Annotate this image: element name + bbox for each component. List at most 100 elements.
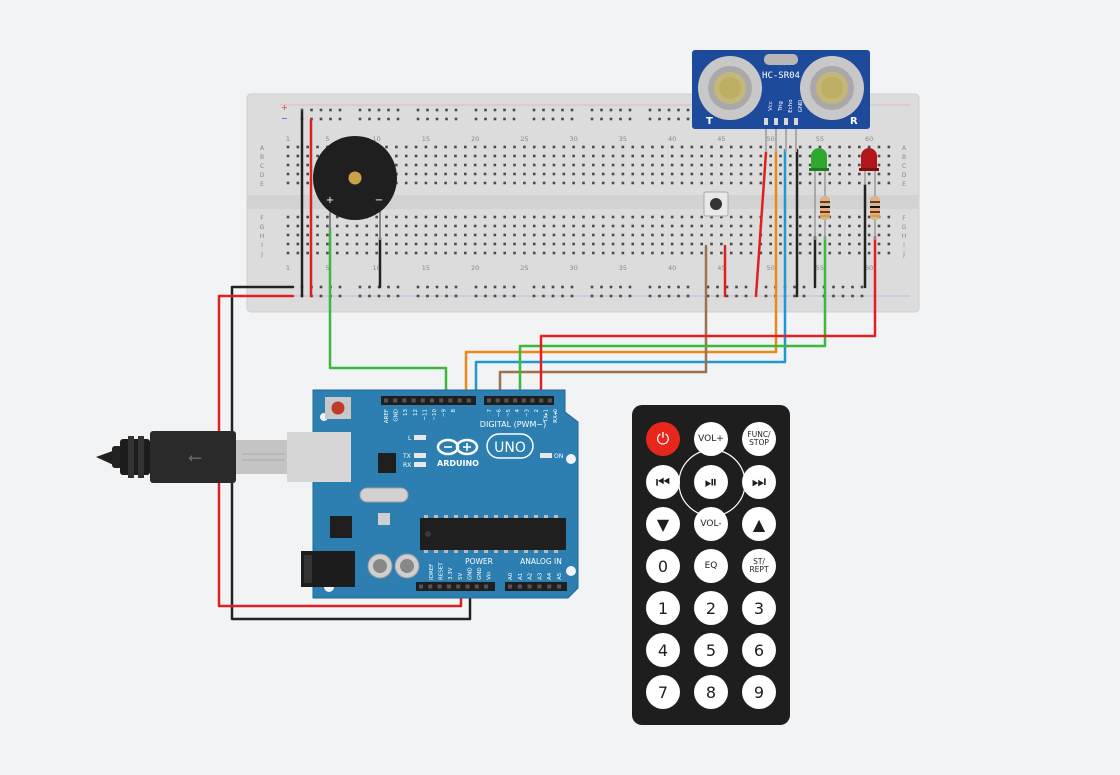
usb-port	[287, 432, 351, 482]
remote-7-button[interactable]: 7	[646, 675, 680, 709]
column-number-top: 50	[767, 135, 775, 143]
remote-9-button[interactable]: 9	[742, 675, 776, 709]
wire-red-5v[interactable]	[217, 294, 463, 608]
breadboard-holes	[286, 108, 891, 298]
power-jack	[301, 551, 355, 587]
digital-pin-label: 13	[403, 409, 409, 416]
sensor-model-label: HC-SR04	[762, 71, 800, 81]
header-digital-high[interactable]	[381, 396, 476, 405]
analog-pin-label: A0	[508, 572, 514, 580]
led-rx-label: RX	[403, 462, 411, 469]
row-letter: F	[902, 215, 906, 222]
column-number-top: 15	[422, 135, 430, 143]
analog-pin-label: A4	[547, 572, 553, 580]
remote-down-button[interactable]: ▼	[646, 507, 680, 541]
wire-green-led[interactable]	[518, 235, 827, 400]
remote-3-button[interactable]: 3	[742, 591, 776, 625]
led-l-label: L	[408, 435, 412, 442]
wire-black-gnd[interactable]	[230, 285, 472, 621]
sensor-transmitter	[698, 56, 762, 120]
row-letter: I	[903, 242, 905, 249]
remote-next-button[interactable]: ⏭	[742, 465, 776, 499]
remote-1-button[interactable]: 1	[646, 591, 680, 625]
analog-pin-label: A1	[518, 573, 524, 580]
remote-6-button[interactable]: 6	[742, 633, 776, 667]
remote-2-button[interactable]: 2	[694, 591, 728, 625]
resistor-green-led[interactable]	[820, 190, 830, 240]
resistor-red-led[interactable]	[870, 190, 880, 240]
wire-red-sensor-vcc[interactable]	[754, 150, 768, 298]
row-letter: H	[260, 233, 265, 240]
column-number-top: 20	[471, 135, 479, 143]
sensor-pin-label: GND	[798, 100, 804, 113]
remote-st-rept-button[interactable]: ST/ REPT	[742, 549, 776, 583]
column-number-bottom: 50	[767, 264, 775, 272]
wire-brown-button[interactable]	[498, 244, 708, 400]
column-number-bottom: 1	[286, 264, 290, 272]
column-number-top: 1	[286, 135, 290, 143]
remote-5-button[interactable]: 5	[694, 633, 728, 667]
remote-vol-up-button[interactable]: VOL+	[694, 422, 728, 456]
onboard-leds: L TX RX ON	[402, 435, 563, 469]
row-letter: D	[260, 172, 265, 179]
column-number-bottom: 55	[816, 264, 824, 272]
led-green[interactable]	[809, 148, 829, 240]
row-letter: G	[902, 224, 907, 231]
header-digital-low[interactable]	[484, 396, 554, 405]
row-letter: D	[902, 172, 907, 179]
row-letter: B	[260, 154, 264, 161]
rail-plus-label: +	[281, 103, 288, 112]
remote-vol-down-button[interactable]: VOL-	[694, 507, 728, 541]
digital-pin-label: RX◂0	[553, 409, 559, 423]
digital-pin-label: AREF	[384, 409, 390, 423]
piezo-buzzer[interactable]: + −	[313, 136, 397, 240]
column-number-bottom: 25	[520, 264, 528, 272]
reset-button[interactable]	[325, 397, 351, 419]
remote-func-stop-button[interactable]: FUNC/ STOP	[742, 422, 776, 456]
header-analog[interactable]	[505, 582, 567, 591]
remote-4-button[interactable]: 4	[646, 633, 680, 667]
push-button[interactable]	[703, 191, 729, 217]
column-number-top: 55	[816, 135, 824, 143]
power-pin-label: GND	[477, 567, 483, 580]
column-number-top: 30	[570, 135, 578, 143]
column-number-bottom: 5	[325, 264, 329, 272]
digital-pin-label: TX▸1	[543, 409, 549, 423]
remote-8-button[interactable]: 8	[694, 675, 728, 709]
remote-power-button[interactable]: ⏻	[646, 422, 680, 456]
column-number-bottom: 15	[422, 264, 430, 272]
digital-pin-label: 2	[534, 409, 540, 413]
remote-up-button[interactable]: ▲	[742, 507, 776, 541]
remote-0-button[interactable]: 0	[646, 549, 680, 583]
rail-minus-label: −	[281, 114, 288, 123]
remote-prev-button[interactable]: ⏮	[646, 465, 680, 499]
wire-orange-trig[interactable]	[464, 148, 778, 400]
analog-pin-label: A5	[557, 572, 563, 580]
wire-red-led[interactable]	[539, 235, 877, 400]
usb-icon: ⭠	[188, 447, 202, 468]
column-number-bottom: 45	[717, 264, 725, 272]
remote-play-pause-button[interactable]: ⏯	[694, 465, 728, 499]
wire-blue-echo[interactable]	[474, 148, 787, 400]
brand-label: ARDUINO	[437, 459, 479, 468]
header-power[interactable]	[416, 582, 495, 591]
capacitors	[367, 553, 420, 579]
power-pin-label: RESET	[439, 562, 445, 580]
row-letter: A	[260, 145, 265, 152]
column-number-top: 60	[865, 135, 873, 143]
sensor-side-t: T	[706, 116, 713, 127]
led-red[interactable]	[859, 148, 879, 190]
column-number-bottom: 10	[373, 264, 381, 272]
remote-eq-button[interactable]: EQ	[694, 549, 728, 583]
usb-chip	[378, 453, 396, 473]
wire-green-buzzer[interactable]	[328, 225, 448, 400]
